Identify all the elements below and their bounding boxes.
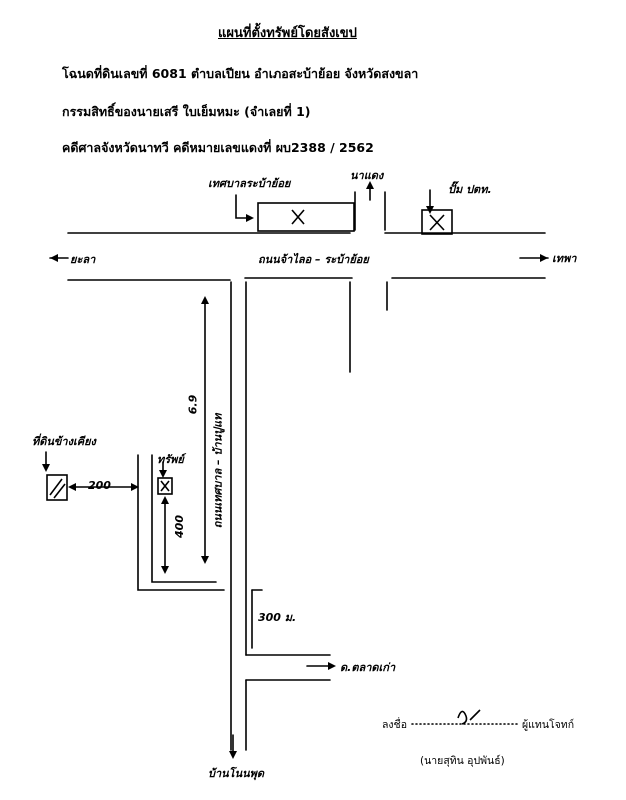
signer-role: ผู้แทนโจทก์ — [522, 719, 575, 731]
gas-station-building — [421, 209, 453, 235]
north-direction-label: นาแดง — [350, 169, 384, 182]
sign-label: ลงชื่อ — [382, 719, 407, 731]
main-road-label: ถนนจ้าไลอ – ระบ้าย้อย — [258, 253, 369, 266]
municipal-label: เทศบาลระบ้าย้อย — [208, 177, 291, 190]
municipal-building — [257, 202, 355, 232]
signer-name: (นายสุทิน อุปพันธ์) — [420, 755, 505, 767]
gas-station-label: ปั๊ม ปตท. — [448, 183, 492, 196]
subject-plot-box — [157, 477, 173, 495]
thepha-direction-label: เทพา — [552, 252, 577, 265]
subject-plot-label: ทรัพย์ — [157, 453, 184, 466]
neighbor-plot-box — [46, 474, 68, 501]
case-number-line: คดีศาลจังหวัดนาทวี คดีหมายเลขแดงที่ ผบ23… — [62, 140, 374, 155]
deed-info-line: โฉนดที่ดินเลขที่ 6081 ตำบลเปียน อำเภอสะบ… — [62, 66, 419, 81]
yala-direction-label: ยะลา — [70, 253, 96, 266]
distance-200-label: 200 — [88, 479, 111, 492]
signature-scribble — [457, 709, 481, 725]
access-lane-inner — [151, 454, 217, 583]
municipal-pointer — [235, 194, 251, 219]
bottom-direction-label: บ้านโนนพุด — [208, 767, 265, 780]
page-title: แผนที่ตั้งทรัพย์โดยสังเขป — [218, 26, 357, 41]
owner-line: กรรมสิทธิ์ของนายเสรี ใบเย็มหมะ (จำเลยที่… — [62, 104, 311, 119]
distance-300-label: 300 ม. — [258, 611, 297, 624]
neighbor-plot-label: ที่ดินข้างเคียง — [32, 435, 96, 448]
road-distance-label: 6.9 — [186, 394, 200, 415]
distance-400-label: 400 — [172, 515, 186, 538]
east-branch-label: ด.ตลาดเก่า — [340, 661, 396, 674]
side-road-label: ถนนเทศบาล – บ้านปูแท — [211, 413, 225, 529]
access-lane-outer — [137, 454, 225, 591]
